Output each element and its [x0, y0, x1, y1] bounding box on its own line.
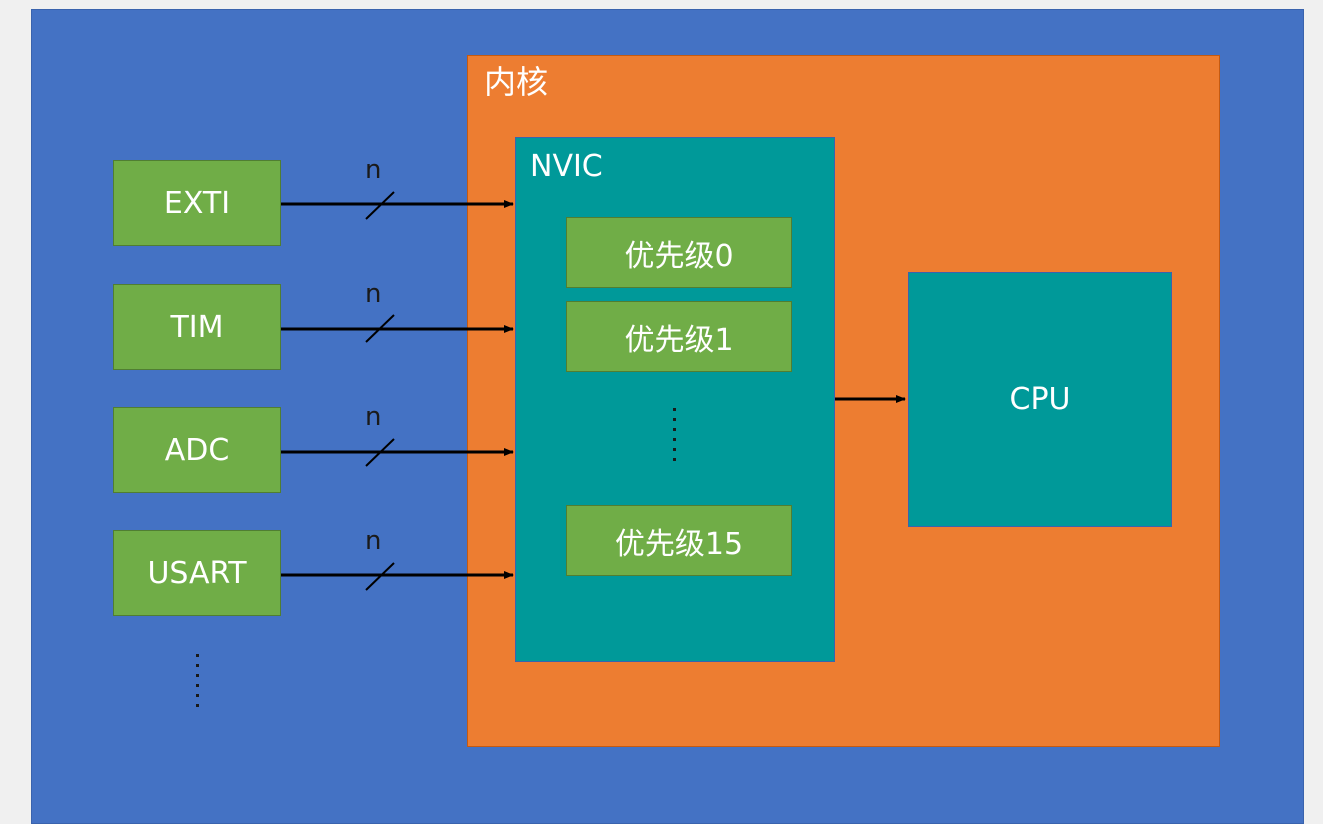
priority-ellipsis	[673, 408, 677, 468]
bus-width-label-usart: n	[365, 526, 382, 556]
priority-label: 优先级15	[614, 526, 744, 562]
bus-width-label-tim: n	[365, 279, 382, 309]
bus-width-label-exti: n	[365, 155, 382, 185]
source-label: USART	[147, 555, 247, 591]
nvic-label: NVIC	[530, 149, 603, 184]
cpu-block: CPU	[908, 272, 1172, 527]
source-block-tim: TIM	[113, 284, 281, 370]
bus-width-label-adc: n	[365, 402, 382, 432]
source-block-exti: EXTI	[113, 160, 281, 246]
priority-block-1: 优先级1	[566, 301, 792, 372]
bus-slash-usart	[365, 562, 395, 591]
source-block-usart: USART	[113, 530, 281, 616]
source-block-adc: ADC	[113, 407, 281, 493]
source-label: EXTI	[163, 185, 231, 221]
bus-slash-tim	[365, 314, 395, 343]
priority-block-15: 优先级15	[566, 505, 792, 576]
core-label: 内核	[484, 63, 549, 101]
bus-slash-adc	[365, 438, 395, 467]
priority-label: 优先级1	[624, 322, 734, 358]
source-ellipsis	[196, 654, 200, 714]
source-label: ADC	[164, 432, 230, 468]
priority-block-0: 优先级0	[566, 217, 792, 288]
priority-label: 优先级0	[624, 238, 734, 274]
cpu-label: CPU	[1009, 382, 1071, 417]
bus-slash-exti	[365, 191, 395, 220]
source-label: TIM	[170, 309, 224, 345]
